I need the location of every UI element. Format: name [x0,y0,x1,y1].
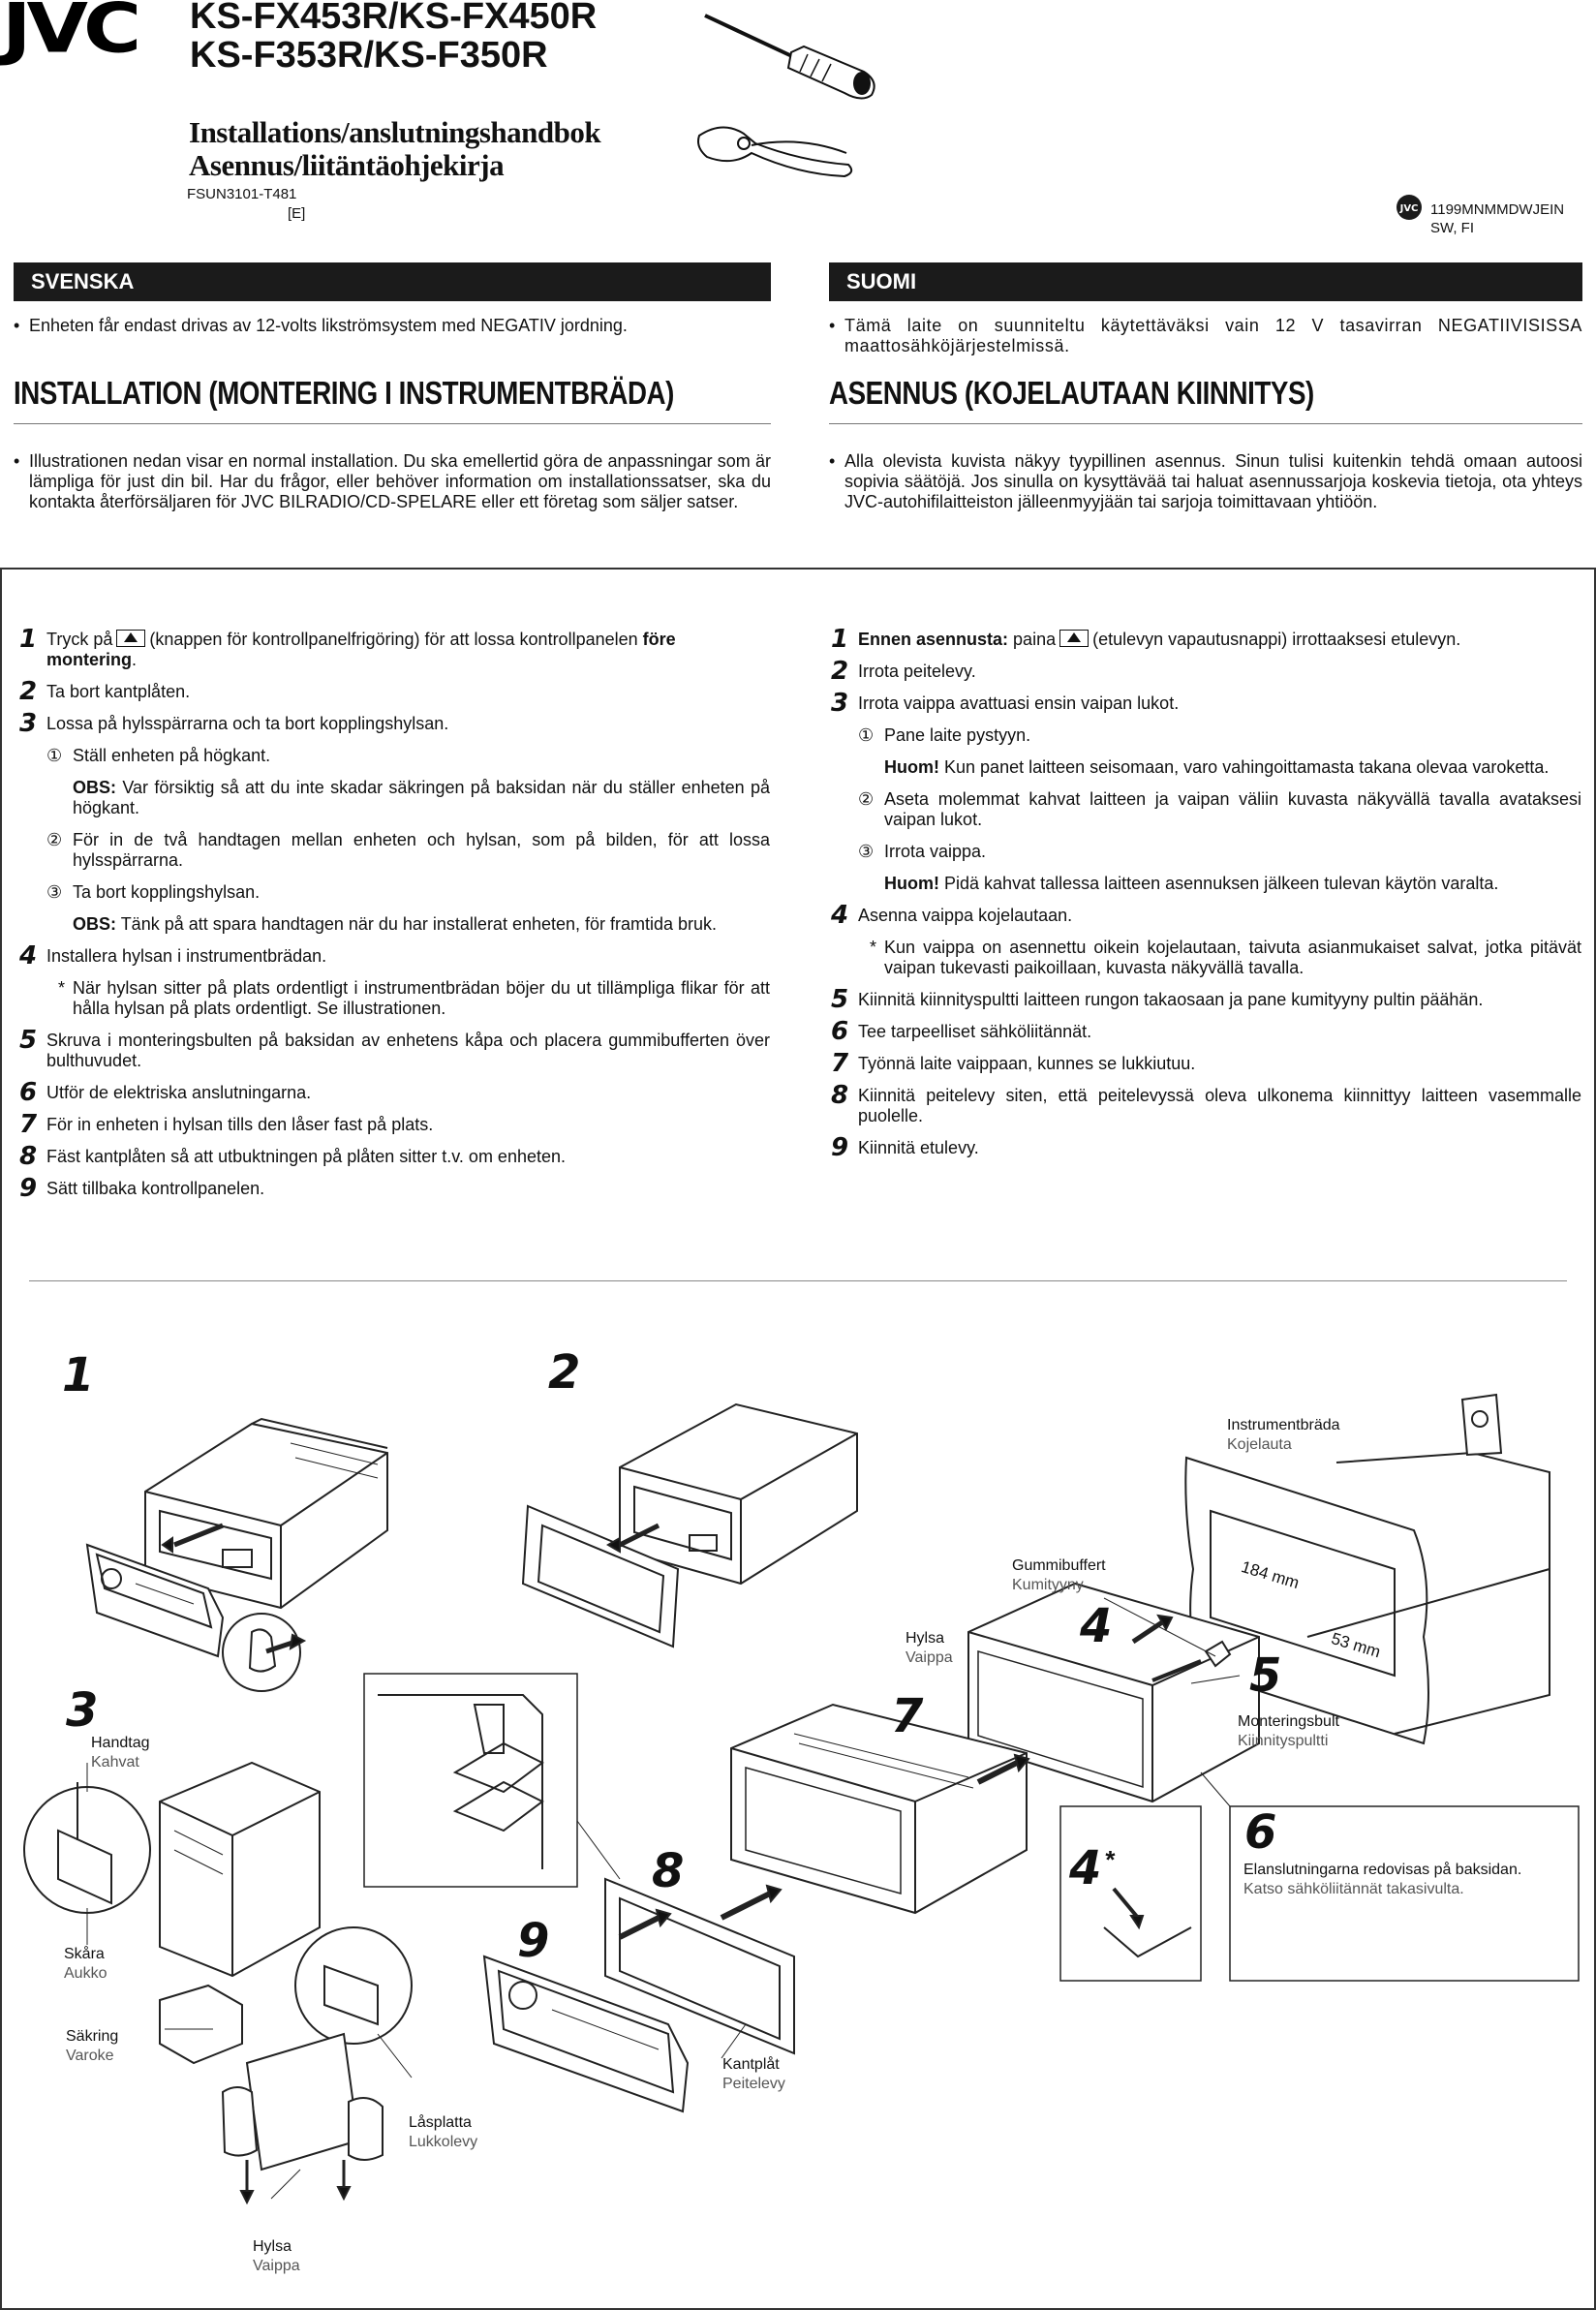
arrow-panel-off [173,1523,224,1548]
steps-sv: 1 Tryck på(knappen för kontrollpanelfrig… [19,625,770,1211]
step-1-fi: 1 Ennen asennusta: paina(etulevyn vapaut… [831,625,1461,654]
power-note-fi: Tämä laite on suunniteltu käytettäväksi … [829,316,1582,356]
handbook-title-fi: Asennus/liitäntäohjekirja [189,148,505,182]
installation-illustration [23,1393,1580,2205]
figure-number-4: 4 [1080,1599,1113,1653]
svg-text:JVC: JVC [1399,203,1419,214]
figure-number-2: 2 [548,1345,581,1400]
figure-3-handle-detail-circle [23,1786,151,1914]
finnish-section-bar: SUOMI [829,262,1582,301]
step-1-sv: 1 Tryck på(knappen för kontrollpanelfrig… [19,625,676,669]
figure-1-unit-drawing [144,1417,388,1610]
mounting-bolt-drawing [1151,1659,1202,1682]
step-4-star-fi: *Kun vaippa on asennettu oikein kojelaut… [870,938,1581,977]
figure-number-7: 7 [891,1689,924,1743]
step-4-star-sv: *När hylsan sitter på plats ordentligt i… [58,978,770,1018]
figure-2-unit-drawing [619,1402,858,1586]
language-codes: SW, FI [1430,220,1474,236]
fuse-drawing [159,1984,243,2065]
figure-number-1: 1 [62,1348,95,1402]
handbook-title-sv: Installations/anslutningshandbok [189,115,601,149]
figure-number-9: 9 [517,1914,550,1968]
doc-edition: [E] [288,205,306,222]
step-3-huom1-fi: Huom! Kun panet laitteen seisomaan, varo… [884,757,1550,777]
step-3-obs2-sv: OBS: Tänk på att spara handtagen när du … [73,914,718,934]
figure-number-6: 6 [1244,1805,1277,1860]
pliers-icon [697,126,853,178]
screwdriver-icon [704,14,875,100]
electrical-connection-box [1229,1805,1580,1982]
heading-rule-fi [829,423,1582,424]
instructions-frame [0,568,1596,2310]
jvc-logo: JVC [2,0,141,69]
model-line-1: KS-FX453R/KS-FX450R [190,0,598,37]
figure-3-lock-detail-circle [294,1926,413,2045]
print-code: 1199MNMMDWJEIN [1430,201,1565,218]
figure-number-3: 3 [66,1683,99,1738]
steps-fi: 1 Ennen asennusta: paina(etulevyn vapaut… [831,625,1581,1170]
doc-code: FSUN3101-T481 [187,186,297,202]
panel-release-button-icon [1059,630,1090,647]
figure-7-unit-drawing [730,1703,1028,1915]
rubber-cushion-drawing [1204,1640,1232,1668]
figure-number-5: 5 [1249,1648,1282,1703]
installation-heading-fi: ASENNUS (KOJELAUTAAN KIINNITYS) [829,375,1314,411]
swedish-section-bar: SVENSKA [14,262,771,301]
label-electrical-connections: Elanslutningarna redovisas på baksidan.K… [1243,1862,1522,1897]
jvc-seal-icon: JVC [1396,195,1422,220]
model-line-2: KS-F353R/KS-F350R [190,35,548,76]
figure-1-panel-drawing [85,1543,225,1658]
trim-detail-box [363,1673,578,1888]
figure-2-trim-plate-drawing [521,1504,680,1648]
power-note-sv: Enheten får endast drivas av 12-volts li… [14,316,771,336]
figure-3-hands-drawing [221,2032,384,2171]
step-3-huom2-fi: Huom! Pidä kahvat tallessa laitteen asen… [884,874,1499,893]
figure-9-panel-drawing [482,1955,690,2113]
tab-bend-detail-box [1059,1805,1202,1982]
figure-divider [29,1280,1567,1281]
step-3-obs1-sv: OBS: Var försiktig så att du inte skadar… [73,778,770,817]
intro-fi: Alla olevista kuvista näkyy tyypillinen … [829,451,1582,512]
intro-sv: Illustrationen nedan visar en normal ins… [14,451,771,512]
figure-number-8: 8 [652,1844,685,1898]
panel-release-button-icon [116,630,146,647]
figure-3-unit-drawing [159,1761,321,1978]
figure-number-4-star: 4* [1069,1841,1116,1895]
installation-heading-sv: INSTALLATION (MONTERING I INSTRUMENTBRÄD… [14,375,674,411]
heading-rule-sv [14,423,771,424]
